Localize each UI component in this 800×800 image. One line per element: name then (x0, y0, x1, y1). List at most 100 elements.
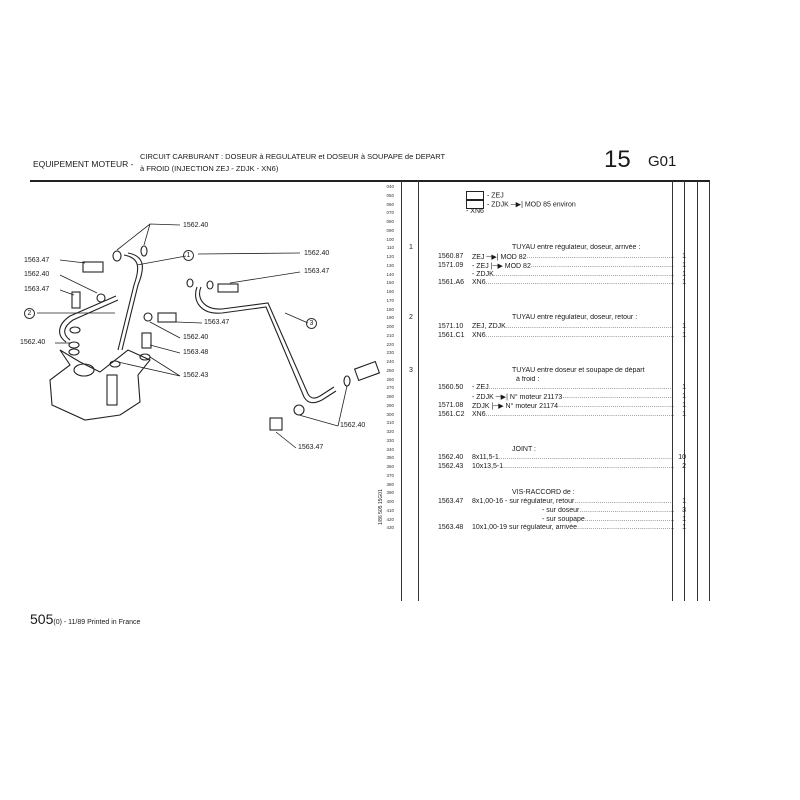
table-divider (697, 181, 698, 601)
table-row: 3 TUYAU entre doseur et soupape de départ (402, 367, 702, 376)
description: TUYAU entre régulateur, doseur, retour : (512, 314, 674, 321)
callout-label: 1563.47 (24, 257, 50, 264)
line-number: 210 (386, 332, 394, 338)
description-text: - ZEJ (472, 384, 489, 392)
description-text: - ZDJK (472, 270, 494, 278)
subtitle-line-1: CIRCUIT CARBURANT : DOSEUR à REGULATEUR … (140, 152, 446, 161)
part-number: 1561.C1 (438, 331, 465, 339)
engine-box-icon (466, 199, 484, 209)
line-number: 060 (386, 201, 394, 207)
description-text: à froid : (516, 375, 540, 383)
description-text: 8x11,5-1 (472, 454, 499, 462)
table-row: VIS-RACCORD de : (402, 489, 702, 498)
description: - ZEJ |─▶ MOD 82........................… (472, 262, 674, 270)
footer-suffix: (0) (53, 619, 62, 626)
quantity: 3 (682, 506, 686, 514)
table-row: 1561.C2 XN6..............................… (402, 411, 702, 420)
description-text: TUYAU entre régulateur, doseur, arrivée … (512, 244, 641, 252)
description-text: TUYAU entre régulateur, doseur, retour : (512, 314, 638, 322)
table-row: 1561.C1 XN6..............................… (402, 332, 702, 341)
item-ref: 3 (409, 366, 413, 374)
line-number: 150 (386, 280, 394, 286)
callout-label: 1563.47 (304, 268, 330, 275)
description-text: - sur doseur (542, 506, 580, 514)
callout-label: 1562.40 (24, 271, 50, 278)
leader-dots: ........................................… (503, 463, 674, 470)
table-divider (709, 181, 710, 601)
line-number: 270 (386, 385, 394, 391)
callout-label: 1563.47 (204, 319, 230, 326)
part-number: 1571.10 (438, 323, 464, 330)
leader-lines (37, 223, 348, 449)
description: XN6.....................................… (472, 411, 674, 418)
line-number: 430 (386, 525, 394, 531)
part-number: 1560.50 (438, 384, 464, 392)
line-number: 080 (386, 219, 394, 224)
part-number: 1560.87 (438, 253, 464, 260)
page-code: G01 (648, 153, 677, 170)
table-row: - sur soupape...........................… (402, 516, 702, 525)
description-text: - sur soupape (542, 515, 585, 523)
bolts (71, 261, 381, 431)
table-row: à froid : (402, 376, 702, 385)
table-row: - ZDJK..................................… (402, 271, 702, 280)
quantity: 10 (678, 454, 686, 462)
line-number: 180 (386, 306, 394, 312)
description: TUYAU entre doseur et soupape de départ (512, 367, 674, 374)
description: 10x13,5-1...............................… (472, 463, 674, 470)
line-number: 170 (386, 297, 394, 303)
pump-body (49, 349, 151, 421)
line-number: 130 (386, 262, 394, 268)
part-number: 1571.09 (438, 261, 464, 269)
part-number: 1561.C2 (438, 410, 465, 418)
line-number: 050 (386, 192, 394, 198)
description-text: - ZEJ |─▶ MOD 82 (472, 262, 531, 270)
pipe-1 (117, 252, 143, 351)
leader-dots: ........................................… (505, 323, 674, 330)
leader-dots: ........................................… (498, 454, 674, 462)
leader-dots: ........................................… (562, 393, 674, 400)
header-rule (30, 180, 710, 182)
pipe-2 (59, 295, 119, 343)
leader-dots: ........................................… (579, 506, 674, 514)
description-text: 8x1,00-16 - sur régulateur, retour (472, 498, 575, 505)
line-number: 300 (386, 411, 394, 417)
quantity: 1 (682, 401, 686, 409)
description-text: 10x13,5-1 (472, 463, 504, 470)
callout-label: 1562.40 (183, 334, 209, 341)
line-number: 370 (386, 472, 394, 478)
line-number: 070 (386, 210, 394, 216)
line-number: 110 (386, 245, 394, 251)
table-row: - ZDJK ─▶| N° moteur 21173..............… (402, 393, 702, 402)
line-number: 350 (386, 455, 394, 461)
leader-dots: ........................................… (574, 498, 674, 505)
applicability-line: - ZEJ (466, 190, 504, 200)
group-number: 15 (604, 146, 631, 173)
part-number: 1571.08 (438, 401, 464, 409)
description: TUYAU entre régulateur, doseur, arrivée … (512, 244, 674, 251)
line-number: 320 (386, 429, 394, 434)
callout-label: 1562.40 (304, 250, 330, 257)
line-number: 380 (386, 481, 394, 487)
leader-dots: ........................................… (485, 331, 674, 339)
description-text: XN6 (472, 279, 486, 287)
line-number: 420 (386, 516, 394, 522)
description: 10x1,00-19 sur régulateur, arrivée......… (472, 524, 674, 531)
quantity: 1 (682, 524, 686, 532)
applicability-text: - XN6 (466, 208, 484, 216)
table-divider (401, 181, 402, 601)
line-number: 310 (386, 420, 394, 426)
callout-label: 1563.47 (298, 444, 324, 451)
description-text: XN6 (472, 331, 486, 339)
description: - ZEJ...................................… (472, 384, 674, 391)
quantity: 1 (682, 270, 686, 278)
leader-dots: ........................................… (558, 401, 674, 409)
description: 8x11,5-1................................… (472, 454, 674, 461)
quantity: 1 (682, 393, 686, 400)
